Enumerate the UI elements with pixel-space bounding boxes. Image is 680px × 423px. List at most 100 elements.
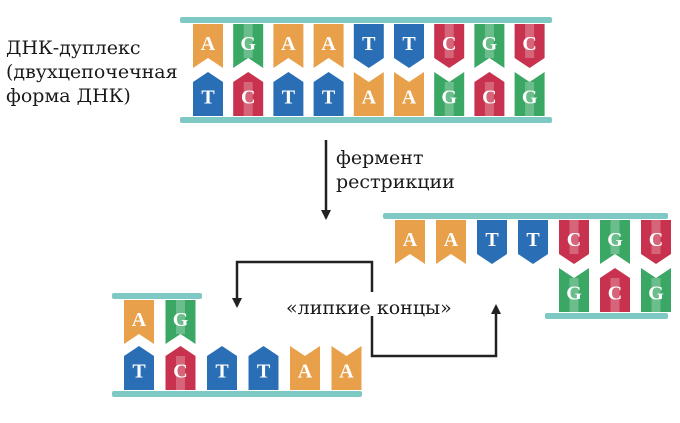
left-fragment-top-backbone xyxy=(112,293,202,299)
duplex-bottom-letter-5: A xyxy=(402,87,417,109)
left-fragment-bottom-letter-3: T xyxy=(257,361,271,383)
right-fragment-bottom-base-5 xyxy=(600,268,630,312)
duplex-top-base-7-stripe xyxy=(484,24,494,58)
right-fragment-bottom-backbone xyxy=(545,313,668,319)
left-fragment-top-letter-0: A xyxy=(132,309,147,331)
left-fragment-bottom-base-5 xyxy=(331,346,362,390)
duplex-label: ДНК-дуплекс (двухцепочечная форма ДНК) xyxy=(6,36,178,108)
duplex-top-base-6 xyxy=(434,24,465,68)
duplex-bottom-letter-8: G xyxy=(522,87,538,109)
left-fragment-bottom-backbone xyxy=(112,391,362,397)
duplex-bottom-base-6-stripe xyxy=(444,82,454,116)
duplex-top-letter-6: C xyxy=(442,33,456,55)
duplex-bottom-base-7 xyxy=(474,72,505,116)
enzyme-label-line-2: рестрикции xyxy=(336,171,455,193)
duplex-top-letter-5: T xyxy=(402,33,416,55)
right-fragment-top-base-5-stripe xyxy=(610,220,620,254)
duplex-top-base-8-stripe xyxy=(525,24,535,58)
right-fragment-bottom-letter-5: C xyxy=(608,283,622,305)
right-fragment-top-base-3 xyxy=(518,220,548,264)
left-fragment-bottom-letter-4: A xyxy=(298,361,313,383)
right-fragment-top-letter-3: T xyxy=(526,229,540,251)
duplex-bottom-base-8 xyxy=(514,72,545,116)
duplex-bottom-base-5 xyxy=(394,72,424,116)
right-fragment-top-base-4-stripe xyxy=(569,220,579,254)
arrow-to-left-fragment xyxy=(232,260,374,308)
duplex-top-base-1-stripe xyxy=(243,24,253,58)
arrow-to-right-fragment xyxy=(370,304,501,358)
duplex-bottom-base-2 xyxy=(273,72,304,116)
right-fragment-top-base-1 xyxy=(436,220,466,264)
right-fragment-top-base-2 xyxy=(477,220,507,264)
enzyme-label-line-1: фермент xyxy=(336,147,424,169)
right-fragment-top-letter-1: A xyxy=(444,229,459,251)
right-fragment-top-letter-2: T xyxy=(485,229,499,251)
duplex-top-letter-1: G xyxy=(240,33,256,55)
right-fragment-bottom-base-4-stripe xyxy=(569,278,579,312)
right-fragment-top-letter-6: C xyxy=(649,229,663,251)
left-fragment: A T G C T T A A xyxy=(112,293,362,397)
left-fragment-bottom-letter-1: C xyxy=(173,361,187,383)
left-fragment-bottom-base-2 xyxy=(207,346,237,390)
sticky-ends-label: «липкие концы» xyxy=(286,297,452,319)
left-fragment-top-base-0 xyxy=(124,300,154,344)
duplex-top-base-3 xyxy=(313,24,344,68)
duplex-bottom-letter-7: C xyxy=(482,87,496,109)
duplex-top-letter-8: C xyxy=(522,33,536,55)
duplex-top-base-6-stripe xyxy=(444,24,454,58)
duplex-label-line-2: (двухцепочечная xyxy=(6,61,178,83)
right-fragment-bottom-base-6 xyxy=(641,268,671,312)
duplex-top-letter-2: A xyxy=(281,33,296,55)
duplex-top-letter-7: G xyxy=(482,33,498,55)
left-fragment-bottom-letter-5: A xyxy=(339,361,354,383)
duplex-bottom-base-4 xyxy=(353,72,384,116)
left-fragment-bottom-letter-2: T xyxy=(215,361,229,383)
left-fragment-bottom-base-3 xyxy=(248,346,279,390)
duplex-top-letter-4: T xyxy=(362,33,376,55)
duplex-bottom-backbone xyxy=(180,117,552,123)
duplex-top-base-5 xyxy=(394,24,424,68)
duplex-bottom-letter-4: A xyxy=(362,87,377,109)
duplex-bottom-letter-3: T xyxy=(322,87,336,109)
right-fragment-bottom-base-5-stripe xyxy=(610,278,620,312)
right-fragment-top-base-0 xyxy=(395,220,425,264)
left-fragment-top-base-1-stripe xyxy=(176,300,185,334)
duplex-top-letter-0: A xyxy=(201,33,216,55)
left-fragment-bottom-letter-0: T xyxy=(132,361,146,383)
right-fragment-top-letter-0: A xyxy=(403,229,418,251)
right-fragment-top-base-6 xyxy=(641,220,671,264)
duplex-bottom-letter-6: G xyxy=(441,87,457,109)
left-fragment-top-base-1 xyxy=(165,300,196,344)
duplex-bottom-base-7-stripe xyxy=(484,82,494,116)
left-fragment-bottom-base-1 xyxy=(165,346,196,390)
duplex-bottom-base-3 xyxy=(313,72,344,116)
duplex-top-backbone xyxy=(180,17,552,23)
enzyme-label: фермент рестрикции xyxy=(336,146,455,194)
duplex-bottom-base-1 xyxy=(233,72,264,116)
duplex-label-line-3: форма ДНК) xyxy=(6,85,131,107)
duplex-top-base-1 xyxy=(233,24,264,68)
right-fragment-top-letter-5: G xyxy=(607,229,623,251)
arrows xyxy=(232,140,501,358)
duplex-bottom-base-0 xyxy=(193,72,223,116)
duplex-bottom-letter-1: C xyxy=(241,87,255,109)
duplex-top-base-8 xyxy=(514,24,545,68)
duplex-top-base-2 xyxy=(273,24,304,68)
left-fragment-top-letter-1: G xyxy=(173,309,189,331)
right-fragment-top-base-6-stripe xyxy=(651,220,661,254)
duplex-bottom-base-1-stripe xyxy=(243,82,253,116)
duplex-top-letter-3: A xyxy=(321,33,336,55)
duplex-bottom-base-8-stripe xyxy=(525,82,535,116)
right-fragment-top-base-4 xyxy=(559,220,589,264)
left-fragment-bottom-base-4 xyxy=(290,346,320,390)
duplex-bottom-letter-0: T xyxy=(201,87,215,109)
right-fragment-bottom-base-4 xyxy=(559,268,589,312)
duplex-top-base-4 xyxy=(353,24,384,68)
left-fragment-bottom-base-0 xyxy=(124,346,154,390)
duplex-top-base-0 xyxy=(193,24,223,68)
right-fragment-bottom-letter-6: G xyxy=(648,283,664,305)
right-fragment-bottom-letter-4: G xyxy=(566,283,582,305)
